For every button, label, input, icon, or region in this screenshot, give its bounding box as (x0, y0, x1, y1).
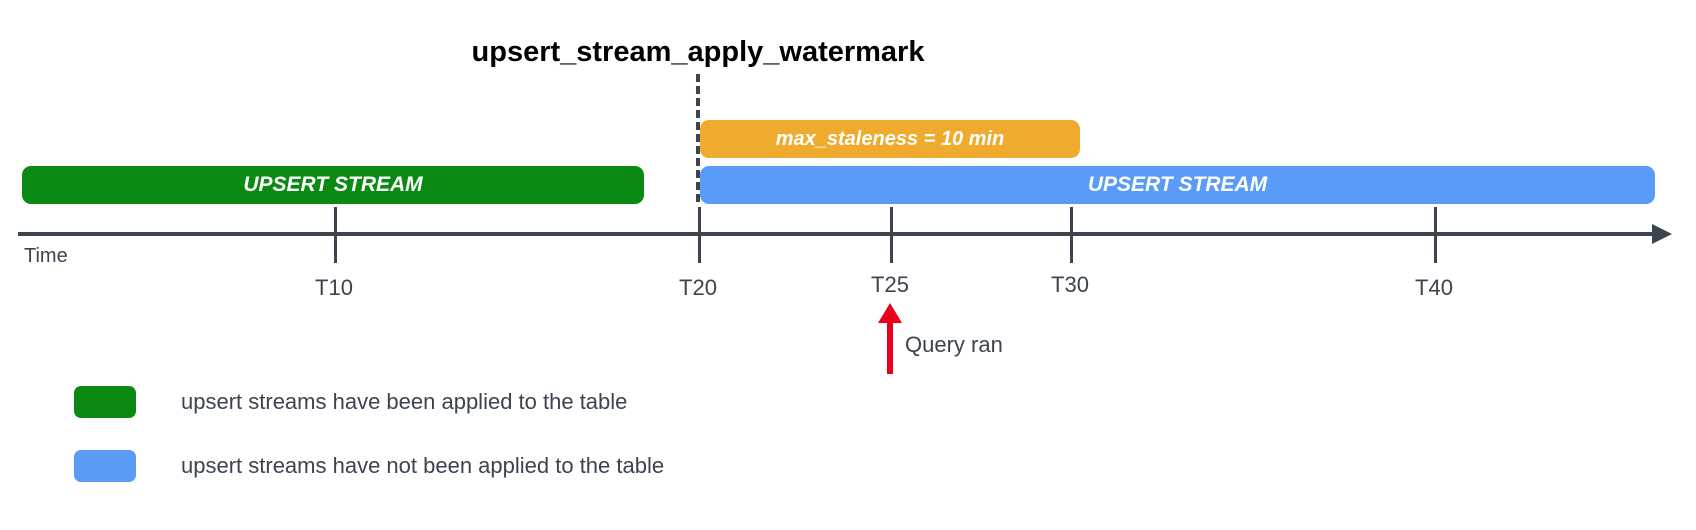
page-title: upsert_stream_apply_watermark (471, 36, 925, 68)
legend-swatch-blue-icon (74, 450, 136, 482)
watermark-dashed-line (696, 74, 700, 202)
legend-item-applied: upsert streams have been applied to the … (74, 386, 627, 418)
tick-label-t25: T25 (871, 272, 909, 297)
query-ran-arrow-shaft (887, 318, 893, 374)
time-axis-line (18, 232, 1660, 236)
max-staleness-label: max_staleness = 10 min (775, 127, 1005, 150)
time-axis-caption: Time (24, 245, 68, 267)
upsert-stream-label-applied: UPSERT STREAM (243, 173, 423, 196)
tick-label-t40: T40 (1415, 275, 1453, 300)
tick-mark-t20 (698, 207, 701, 263)
upsert-stream-label-not-applied: UPSERT STREAM (1087, 173, 1268, 196)
legend-item-not-applied: upsert streams have not been applied to … (74, 450, 664, 482)
max-staleness-bar: max_staleness = 10 min (700, 120, 1080, 158)
tick-mark-t40 (1434, 207, 1437, 263)
tick-label-t30: T30 (1051, 272, 1089, 297)
legend-swatch-green-icon (74, 386, 136, 418)
upsert-stream-bar-applied: UPSERT STREAM (22, 166, 644, 204)
tick-mark-t30 (1070, 207, 1073, 263)
tick-label-t20: T20 (679, 275, 717, 300)
query-ran-arrow-icon (878, 303, 902, 323)
tick-mark-t25 (890, 207, 893, 263)
tick-label-t10: T10 (315, 275, 353, 300)
legend-text-applied: upsert streams have been applied to the … (181, 389, 628, 414)
tick-mark-t10 (334, 207, 337, 263)
time-axis-arrow-icon (1652, 224, 1672, 244)
upsert-stream-bar-not-applied: UPSERT STREAM (700, 166, 1655, 204)
query-ran-label: Query ran (905, 332, 1003, 357)
legend-text-not-applied: upsert streams have not been applied to … (181, 453, 665, 478)
